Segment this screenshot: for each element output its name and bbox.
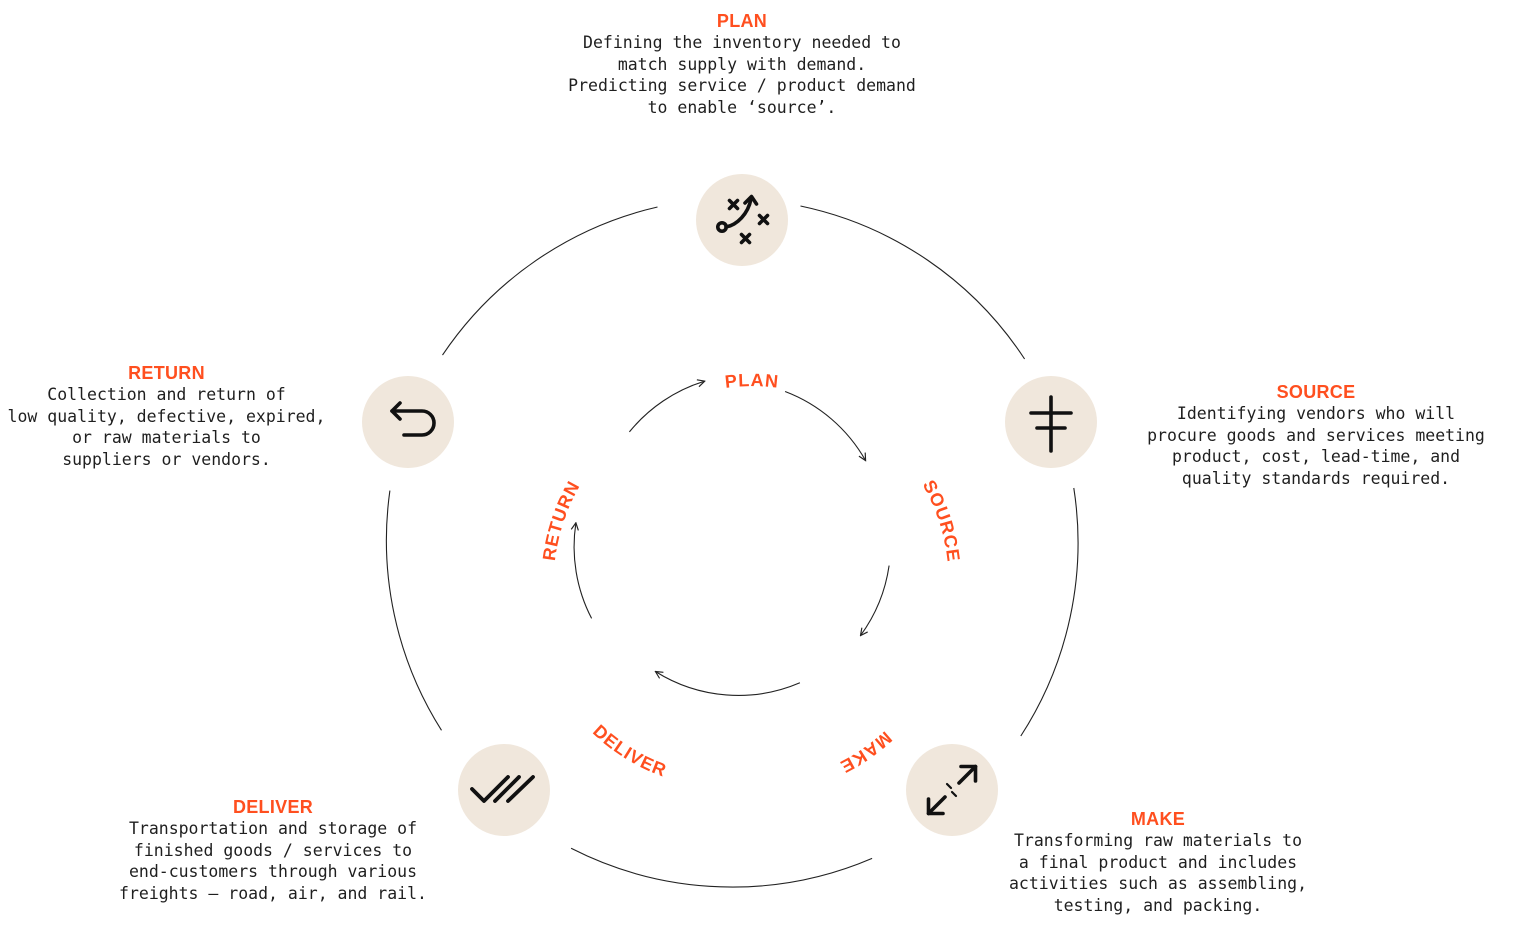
outer-arc-plan-source [800, 205, 1026, 360]
source-icon-badge [1005, 376, 1097, 468]
make-line-2: a final product and includes [1018, 852, 1298, 872]
make-line-4: testing, and packing. [1053, 895, 1263, 915]
inner-label-source: SOURCE [919, 477, 964, 564]
outer-arc-source-make [1020, 487, 1079, 737]
return-line-3: or raw materials to [72, 428, 261, 447]
source-title: SOURCE [1276, 382, 1356, 402]
deliver-line-3: end-customers through various [128, 862, 418, 881]
inner-cycle-arrows [574, 381, 890, 696]
inner-arrow-make-deliver [655, 672, 801, 696]
plan-line-4: to enable ‘source’. [647, 97, 837, 117]
deliver-icon-badge [458, 744, 550, 836]
inner-arrow-return-plan [628, 381, 704, 433]
make-line-3: activities such as assembling, [1008, 874, 1307, 893]
return-title: RETURN [128, 363, 205, 383]
return-icon-badge [362, 376, 454, 468]
outer-ring [385, 205, 1079, 888]
inner-label-return: RETURN [539, 477, 584, 562]
inner-label-make: MAKE [837, 728, 896, 778]
make-icon-badge [906, 744, 998, 836]
plan-icon-badge [696, 174, 788, 266]
plan-line-1: Defining the inventory needed to [583, 33, 901, 52]
inner-label-plan: PLAN [724, 370, 780, 392]
source-line-4: quality standards required. [1181, 468, 1451, 488]
plus-crossing-icon [1029, 395, 1073, 453]
deliver-title: DELIVER [232, 797, 314, 817]
make-line-1: Transforming raw materials to [1013, 831, 1303, 850]
plan-line-3: Predicting service / product demand [568, 76, 916, 95]
inner-label-deliver: DELIVER [589, 721, 669, 781]
deliver-line-1: Transportation and storage of [128, 819, 418, 838]
strategy-play-icon [715, 194, 770, 245]
undo-arrow-icon [390, 401, 436, 437]
source-line-1: Identifying vendors who will [1176, 404, 1456, 423]
deliver-line-2: finished goods / services to [133, 840, 413, 860]
return-line-4: suppliers or vendors. [62, 449, 271, 469]
make-description: MAKE Transforming raw materials to a fin… [988, 808, 1328, 916]
return-line-1: Collection and return of [47, 385, 286, 404]
outer-arc-return-plan [442, 206, 658, 356]
return-description: RETURN Collection and return of low qual… [0, 362, 333, 470]
double-check-icon [470, 775, 535, 803]
return-line-2: low quality, defective, expired, [7, 406, 326, 426]
expand-arrows-icon [926, 764, 978, 816]
outer-arc-deliver-return [385, 490, 442, 731]
source-line-2: procure goods and services meeting [1147, 425, 1485, 445]
source-line-3: product, cost, lead-time, and [1171, 447, 1461, 466]
make-title: MAKE [1130, 809, 1186, 829]
plan-line-2: match supply with demand. [617, 54, 867, 74]
deliver-description: DELIVER Transportation and storage of fi… [103, 796, 443, 904]
outer-arc-make-deliver [570, 847, 873, 888]
inner-arrow-deliver-return [574, 523, 593, 619]
inner-arrow-source-make [861, 565, 890, 636]
plan-title: PLAN [716, 11, 768, 31]
inner-arrow-plan-source [784, 390, 866, 461]
source-description: SOURCE Identifying vendors who will proc… [1119, 381, 1513, 489]
plan-description: PLAN Defining the inventory needed to ma… [541, 10, 943, 118]
inner-cycle-labels: PLAN SOURCE MAKE DELIVER RETURN [539, 370, 964, 781]
deliver-line-4: freights – road, air, and rail. [119, 883, 427, 903]
